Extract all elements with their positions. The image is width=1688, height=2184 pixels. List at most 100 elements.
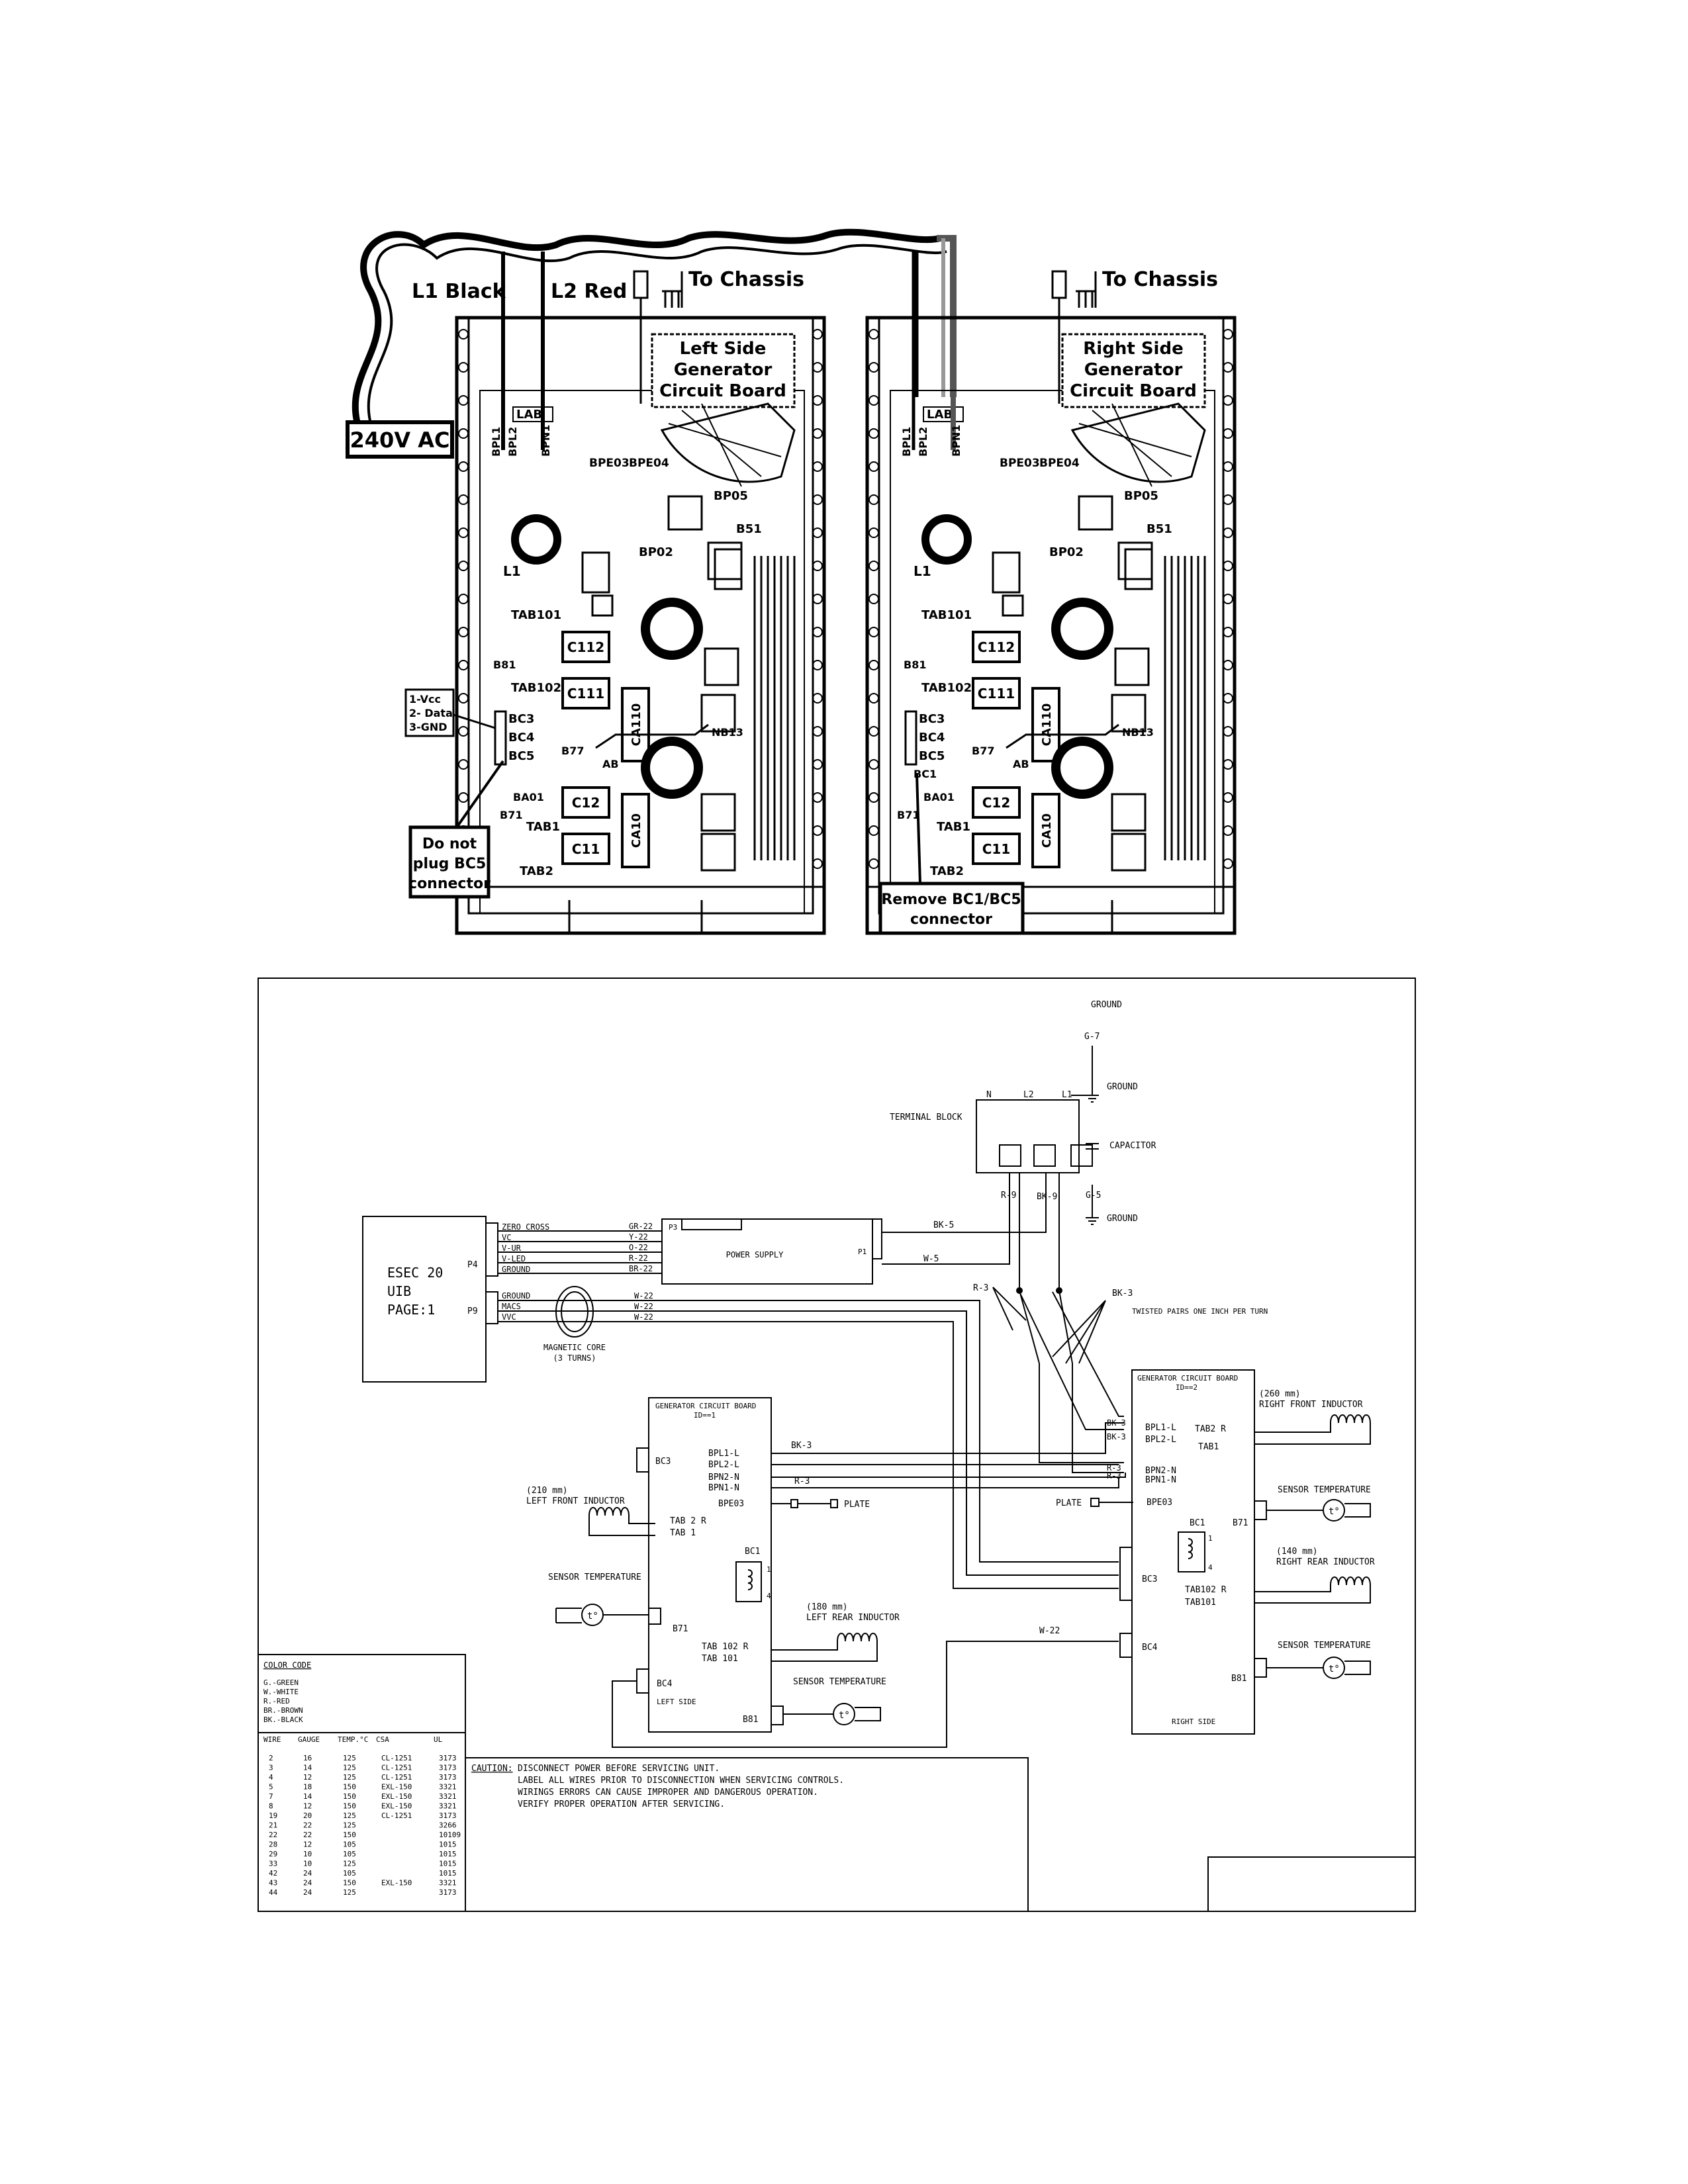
- bpl1-label: BPL1: [900, 427, 913, 457]
- wire-table-cell: EXL-150: [381, 1783, 412, 1792]
- bpn1-label: BPN1: [539, 425, 552, 457]
- left-board-title-1: Left Side: [680, 339, 767, 359]
- bpe03-label: BPE03: [1000, 457, 1040, 470]
- wire-table-cell: 3321: [439, 1879, 457, 1888]
- svg-text:BK-3: BK-3: [1107, 1432, 1126, 1441]
- toroid-inductor-icon: [511, 514, 561, 565]
- color-code-1: G.-GREEN: [263, 1678, 299, 1687]
- power-cable: [352, 228, 941, 425]
- callout-right: Remove BC1/BC5 connector: [878, 774, 1025, 935]
- p9-label: P9: [467, 1306, 478, 1316]
- lab-label: LAB: [927, 408, 953, 422]
- gcb1-pin-4: BPN1-N: [708, 1483, 739, 1493]
- wire-table-cell: 14: [303, 1792, 312, 1801]
- coil-icon: [837, 1633, 878, 1642]
- bc4-left: BC4: [657, 1679, 673, 1689]
- left-board-title-2: Generator: [674, 360, 773, 380]
- p4-label: P4: [467, 1260, 478, 1270]
- b51-label: B51: [736, 522, 762, 536]
- ground-low-label: GROUND: [1107, 1214, 1138, 1224]
- schematic: GROUND G-7 GROUND N L2 L1 TERMINAL BLOCK…: [258, 978, 1416, 1912]
- wire-table-cell: 16: [303, 1754, 312, 1762]
- toroid-inductor-icon: [641, 737, 703, 799]
- bc5-label: BC5: [508, 749, 534, 763]
- wire-table-cell: 3321: [439, 1783, 457, 1792]
- chassis-right: To Chassis: [1076, 268, 1218, 308]
- magnetic-core-label-2: (3 TURNS): [553, 1353, 596, 1363]
- bp02-label: BP02: [1049, 545, 1084, 559]
- connector-icon: [735, 1561, 762, 1602]
- sensor-temp-right-2: SENSOR TEMPERATURE: [1278, 1641, 1371, 1651]
- fan-icon: [1070, 402, 1206, 483]
- gcb1-r3: R-3: [794, 1477, 810, 1486]
- bc3-label: BC3: [919, 712, 945, 726]
- c12-label: C12: [982, 795, 1011, 811]
- tab1-right: TAB1: [1198, 1442, 1219, 1452]
- wire-table-cell: 125: [343, 1754, 356, 1762]
- wire-table-cell: 150: [343, 1783, 356, 1792]
- bpn1-label: BPN1: [950, 425, 962, 457]
- bpl2-label: BPL2: [506, 427, 519, 457]
- wire-table-header: UL: [434, 1735, 443, 1744]
- p9-wire-3: W-22: [634, 1312, 653, 1322]
- wire-table-cell: 3321: [439, 1802, 457, 1811]
- title-block: [1207, 1856, 1416, 1912]
- svg-text:t°: t°: [1329, 1664, 1340, 1674]
- wire-table-cell: 125: [343, 1821, 356, 1830]
- wire-table-cell: 5: [269, 1783, 273, 1792]
- l1-black-label: L1 Black: [412, 280, 506, 303]
- bc5-label: BC5: [919, 749, 945, 763]
- b77-label: B77: [561, 745, 584, 757]
- gcb1-pin-1: BPL1-L: [708, 1449, 739, 1459]
- wire-table-cell: 14: [303, 1764, 312, 1772]
- pin-legend-1: 1-Vcc: [409, 693, 441, 705]
- wire-table-cell: 125: [343, 1888, 356, 1897]
- magnetic-core-icon: [555, 1286, 594, 1338]
- wire-table-cell: 24: [303, 1879, 312, 1888]
- wire-table-cell: 3321: [439, 1792, 457, 1801]
- svg-text:1: 1: [1208, 1534, 1213, 1543]
- connector-icon: [1178, 1531, 1205, 1572]
- bc1-right-label: BC1: [1190, 1518, 1205, 1528]
- right-board-title-3: Circuit Board: [1070, 381, 1197, 401]
- caution-box: [465, 1757, 1029, 1912]
- wire-table-cell: 19: [269, 1811, 277, 1820]
- wire-table-cell: 33: [269, 1860, 277, 1868]
- chassis-label-left: To Chassis: [688, 268, 804, 291]
- wire-table-cell: 1015: [439, 1841, 457, 1849]
- esec-line-2: UIB: [387, 1283, 411, 1299]
- left-board-title-3: Circuit Board: [659, 381, 786, 401]
- rri-line-2: RIGHT REAR INDUCTOR: [1276, 1557, 1375, 1567]
- terminal-block-label: TERMINAL BLOCK: [890, 1113, 962, 1122]
- pin-legend-2: 2- Data: [409, 707, 453, 719]
- wire-table-cell: 10109: [439, 1831, 461, 1839]
- c11-label: C11: [572, 841, 600, 857]
- bk3-label: BK-3: [1112, 1289, 1133, 1298]
- wire-table-cell: 150: [343, 1879, 356, 1888]
- bc1-label: BC1: [914, 768, 937, 780]
- lab-label: LAB: [516, 408, 542, 422]
- wire-table-header: WIRE: [263, 1735, 281, 1744]
- pin-legend-3: 3-GND: [409, 721, 447, 733]
- p4-pin-5: GROUND: [502, 1265, 530, 1274]
- b81-right: B81: [1231, 1674, 1246, 1684]
- c111-label: C111: [978, 686, 1015, 702]
- svg-text:1: 1: [767, 1565, 771, 1574]
- bk9-label: BK-9: [1037, 1192, 1057, 1202]
- wire-table-cell: 3173: [439, 1764, 457, 1772]
- pin-legend: 1-Vcc 2- Data 3-GND: [404, 688, 455, 737]
- p9-pin-2: MACS: [502, 1302, 521, 1311]
- ground-icon: [1086, 1217, 1099, 1225]
- wire-table-cell: 8: [269, 1802, 273, 1811]
- sensor-temp-right-1: SENSOR TEMPERATURE: [1278, 1485, 1371, 1495]
- p9-wire-1: W-22: [634, 1291, 653, 1300]
- wire-table-cell: 22: [303, 1821, 312, 1830]
- gcb2-pin-5: BPE03: [1147, 1498, 1172, 1508]
- ground-symbol-icon: [662, 290, 682, 308]
- sensor-temp-left-2: SENSOR TEMPERATURE: [793, 1677, 886, 1687]
- ground-top-label: GROUND: [1091, 1000, 1122, 1010]
- bc1-left-label: BC1: [745, 1547, 760, 1557]
- wire-table-cell: 10: [303, 1860, 312, 1868]
- tab102-label: TAB102: [511, 681, 561, 695]
- tab2-label: TAB2: [930, 864, 964, 878]
